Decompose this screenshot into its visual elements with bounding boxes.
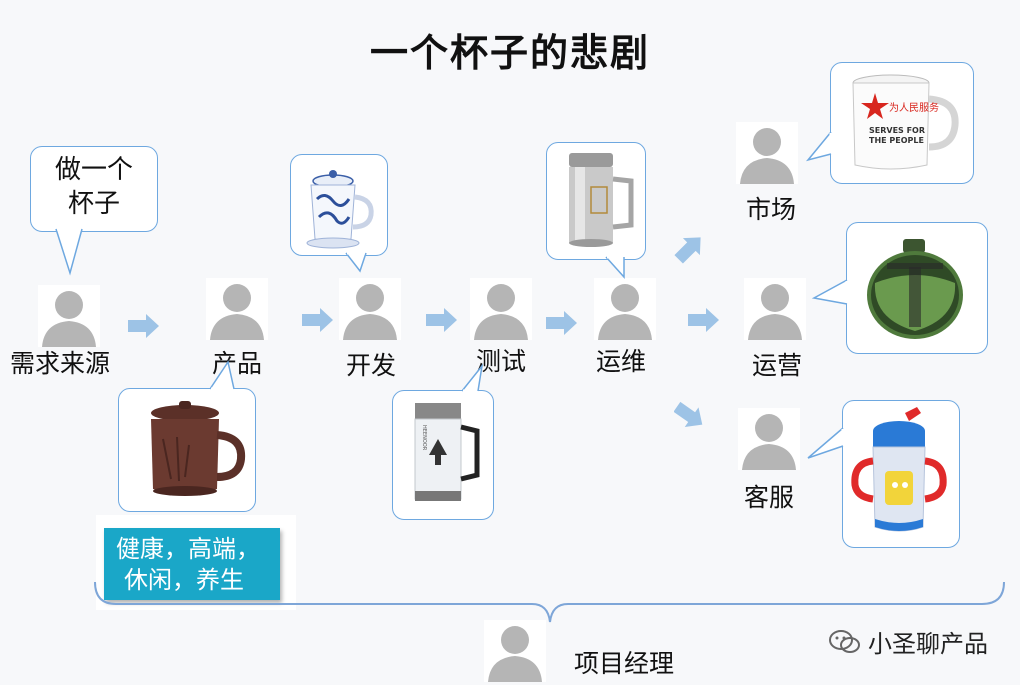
- avatar-ops: [594, 278, 656, 340]
- avatar-product: [206, 278, 268, 340]
- flow-arrow: [546, 311, 578, 335]
- product-cup-bubble: [118, 388, 256, 512]
- ops-bubble-tail: [604, 255, 634, 279]
- tumbler-brand: HEENOOR: [421, 425, 427, 451]
- flow-arrow-up: [674, 232, 706, 264]
- avatar-test: [470, 278, 532, 340]
- avatar-pm: [484, 620, 546, 682]
- dev-cup-bubble: [290, 154, 388, 256]
- operation-cup-bubble: [846, 222, 988, 354]
- flow-arrow: [302, 308, 334, 332]
- avatar-operation: [744, 278, 806, 340]
- dev-bubble-tail: [342, 251, 372, 273]
- avatar-dev: [339, 278, 401, 340]
- watermark-text: 小圣聊产品: [868, 630, 988, 658]
- market-mug-text-1: SERVES FOR: [869, 126, 925, 135]
- avatar-market: [736, 122, 798, 184]
- watermark: 小圣聊产品: [828, 624, 988, 662]
- speech-bubble: 做一个 杯子: [30, 146, 158, 232]
- market-mug-slogan: 为人民服务: [889, 101, 939, 114]
- test-bubble-tail: [452, 363, 492, 393]
- operation-bubble-tail: [811, 279, 850, 310]
- market-mug-text-2: THE PEOPLE: [869, 136, 924, 145]
- label-operation: 运营: [752, 351, 803, 380]
- speech-line-1: 做一个: [54, 155, 133, 185]
- requirements-note: 健康，高端， 休闲，养生: [104, 528, 280, 600]
- service-bubble-tail: [807, 427, 845, 464]
- label-test: 测试: [476, 347, 527, 376]
- speech-line-2: 杯子: [67, 189, 120, 219]
- market-bubble-tail: [805, 131, 833, 168]
- label-market: 市场: [746, 195, 797, 224]
- avatar-source: [38, 285, 100, 347]
- flow-arrow-down: [674, 400, 706, 432]
- label-dev: 开发: [346, 351, 397, 380]
- label-ops: 运维: [596, 347, 647, 376]
- diagram-title: 一个杯子的悲剧: [369, 31, 650, 75]
- label-pm: 项目经理: [574, 649, 675, 678]
- note-line-1: 健康，高端，: [116, 535, 260, 563]
- label-service: 客服: [744, 483, 795, 512]
- speech-bubble-tail: [55, 227, 86, 276]
- flow-arrow: [426, 308, 458, 332]
- flow-arrow: [128, 314, 160, 338]
- team-bracket: [92, 581, 1012, 628]
- market-cup-bubble: 为人民服务 SERVES FOR THE PEOPLE: [830, 62, 974, 184]
- avatar-service: [738, 408, 800, 470]
- service-cup-bubble: [842, 400, 960, 548]
- note-line-2: 休闲，养生: [124, 566, 244, 594]
- product-bubble-tail: [204, 360, 244, 391]
- wechat-icon: [828, 628, 862, 662]
- test-cup-bubble: HEENOOR: [392, 390, 494, 520]
- flow-arrow: [688, 308, 720, 332]
- label-source: 需求来源: [10, 349, 111, 378]
- ops-cup-bubble: [546, 142, 646, 260]
